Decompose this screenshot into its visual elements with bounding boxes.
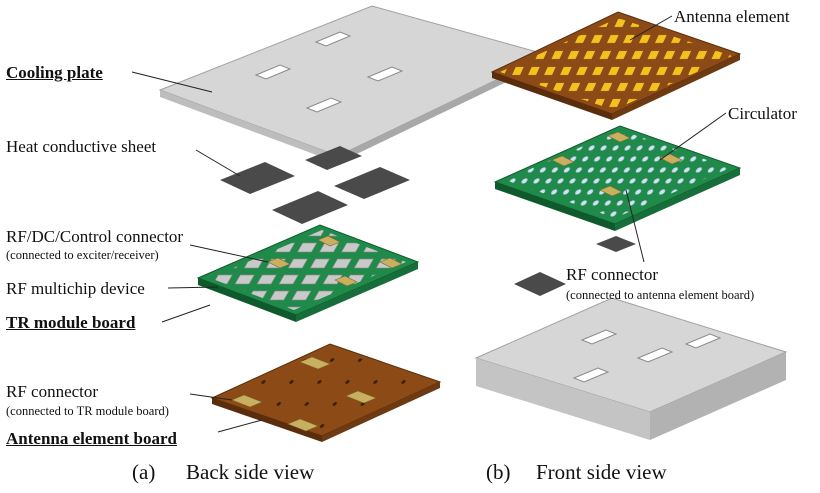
label-rf-connector-a: RF connector (6, 382, 99, 401)
label-rf-connector-b: RF connector (566, 265, 659, 284)
label-rf-connector-a-note: (connected to TR module board) (6, 404, 169, 418)
label-cooling-plate: Cooling plate (6, 63, 103, 82)
caption-b-text: Front side view (536, 460, 667, 484)
leader-lines-a (131, 71, 269, 433)
label-antenna-element: Antenna element (674, 7, 790, 26)
label-rf-dc-control-connector: RF/DC/Control connector (6, 227, 184, 246)
heat-conductive-sheets (220, 146, 410, 224)
antenna-element-board-a (210, 343, 442, 442)
caption-a-letter: (a) (132, 460, 156, 484)
back-side-view (131, 5, 550, 442)
leader-lines-b (625, 15, 727, 263)
label-tr-module-board: TR module board (6, 313, 136, 332)
label-circulator: Circulator (728, 104, 797, 123)
cooling-plate-b (474, 297, 788, 440)
antenna-element-layer (490, 11, 742, 120)
label-rf-multichip-device: RF multichip device (6, 279, 145, 298)
caption-a-text: Back side view (186, 460, 315, 484)
caption-b-letter: (b) (486, 460, 511, 484)
tr-module-board (196, 224, 420, 322)
label-rf-dc-connector-note: (connected to exciter/receiver) (6, 248, 159, 262)
cooling-plate-a (158, 5, 550, 163)
label-rf-connector-b-note: (connected to antenna element board) (566, 288, 755, 302)
label-antenna-element-board: Antenna element board (6, 429, 177, 448)
label-heat-conductive-sheet: Heat conductive sheet (6, 137, 157, 156)
circulator-board (493, 125, 742, 231)
front-side-view (474, 11, 788, 440)
